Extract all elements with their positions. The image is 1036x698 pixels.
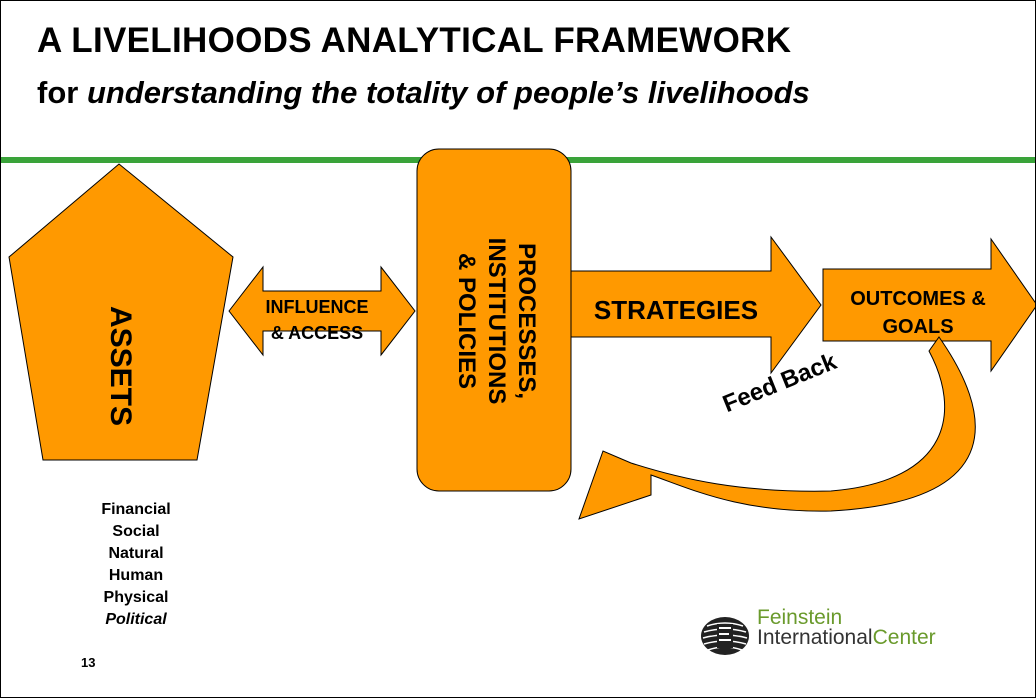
assets-pentagon: [8, 163, 234, 461]
logo-wordmark: Feinstein InternationalCenter: [757, 606, 936, 649]
influence-line2: & ACCESS: [270, 323, 364, 343]
assets-label-box: ASSETS: [85, 291, 155, 441]
asset-type-natural: Natural: [108, 545, 164, 562]
logo-international: International: [757, 626, 873, 649]
logo-center: Center: [872, 626, 936, 649]
asset-types-list: Financial Social Natural Human Physical …: [61, 499, 211, 631]
asset-type-social: Social: [112, 523, 160, 540]
influence-line1: INFLUENCE: [265, 297, 369, 317]
strategies-arrow: [568, 235, 822, 375]
strategies-label: STRATEGIES: [593, 295, 759, 325]
processes-line1: PROCESSES,: [513, 242, 540, 400]
subtitle-italic: understanding the totality of people’s l…: [86, 75, 810, 110]
feedback-curved-arrow: [578, 336, 976, 520]
outcomes-line2: GOALS: [882, 316, 954, 338]
logo-line2: InternationalCenter: [757, 626, 936, 649]
asset-type-financial: Financial: [101, 501, 171, 518]
asset-type-political: Political: [105, 611, 167, 628]
processes-line2: INSTITUTIONS: [483, 237, 510, 405]
assets-label: ASSETS: [104, 305, 137, 427]
outcomes-line1: OUTCOMES &: [850, 288, 986, 310]
influence-double-arrow: [228, 265, 416, 357]
logo-line1: Feinstein: [757, 606, 843, 629]
subtitle-lead: for: [37, 75, 87, 110]
outcomes-label: OUTCOMES & GOALS: [813, 285, 1023, 341]
processes-box: [416, 148, 572, 492]
processes-label-stack: PROCESSES, INSTITUTIONS & POLICIES: [451, 238, 541, 405]
processes-line3: & POLICIES: [453, 252, 480, 390]
influence-label: INFLUENCE & ACCESS: [235, 294, 399, 346]
outcomes-arrow: [822, 237, 1035, 373]
page-number: 13: [81, 655, 96, 670]
page-title: A LIVELIHOODS ANALYTICAL FRAMEWORK: [37, 21, 792, 60]
feinstein-logo: Feinstein InternationalCenter: [699, 606, 979, 660]
page-subtitle: for understanding the totality of people…: [37, 73, 937, 113]
asset-type-human: Human: [108, 567, 164, 584]
asset-type-physical: Physical: [103, 589, 169, 606]
feinstein-logo-icon: [701, 617, 749, 655]
processes-label-box: PROCESSES, INSTITUTIONS & POLICIES: [421, 151, 571, 491]
